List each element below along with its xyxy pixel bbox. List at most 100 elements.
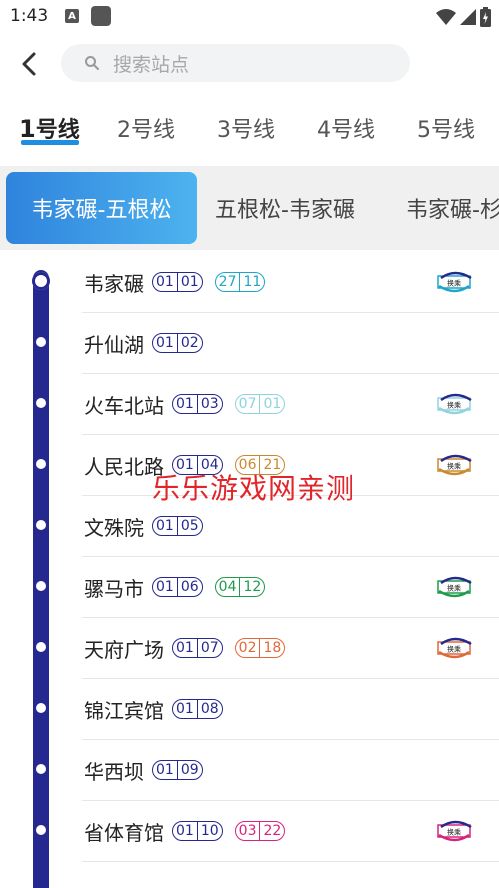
notification-square-icon: [91, 6, 111, 26]
line-number: 03: [238, 823, 257, 839]
tab-suffix: 号线: [331, 118, 376, 143]
row-divider: [82, 312, 499, 313]
search-input[interactable]: 搜索站点: [61, 44, 410, 82]
station-number: 12: [239, 578, 264, 596]
active-tab-indicator: [21, 140, 79, 145]
station-number: 07: [196, 639, 222, 657]
station-name: 天府广场: [84, 638, 164, 662]
direction-tab-forward[interactable]: 韦家碾-五根松: [6, 172, 197, 244]
header: 搜索站点: [0, 34, 499, 96]
transfer-label: 换乘: [447, 645, 461, 654]
transfer-label: 换乘: [447, 584, 461, 593]
tab-suffix: 号线: [431, 118, 476, 143]
direction-tab-branch[interactable]: 韦家碾-杉: [406, 198, 499, 223]
direction-tab-reverse[interactable]: 五根松-韦家碾: [215, 198, 355, 223]
station-number: 01: [176, 273, 202, 291]
tab-number: 3: [217, 118, 231, 143]
station-dot: [36, 459, 46, 469]
line-number: 01: [156, 335, 174, 351]
direction-tabs: 韦家碾-五根松 五根松-韦家碾 韦家碾-杉: [0, 166, 499, 250]
cell-signal-icon: [460, 9, 476, 25]
wifi-icon: [436, 9, 456, 25]
line-number: 27: [218, 274, 237, 290]
station-number: 10: [196, 822, 222, 840]
line-tabs: 1号线 2号线 3号线 4号线 5号线: [0, 100, 499, 160]
row-divider: [82, 739, 499, 740]
station-number: 21: [259, 456, 284, 474]
station-number: 01: [259, 395, 284, 413]
tab-line-5[interactable]: 5号线: [417, 112, 475, 144]
line-number: 02: [238, 640, 257, 656]
line-number: 01: [156, 762, 174, 778]
tab-line-4[interactable]: 4号线: [317, 112, 375, 144]
station-name: 文殊院: [84, 516, 144, 540]
tab-line-2[interactable]: 2号线: [117, 112, 175, 144]
station-dot: [36, 703, 46, 713]
row-divider: [82, 495, 499, 496]
tab-suffix: 号线: [231, 118, 276, 143]
line-number: 01: [176, 823, 194, 839]
station-dot: [36, 337, 46, 347]
line-number: 01: [176, 457, 194, 473]
transfer-label: 换乘: [447, 401, 461, 410]
transfer-label: 换乘: [447, 279, 461, 288]
notification-a-icon: A: [65, 9, 79, 23]
station-name: 升仙湖: [84, 333, 144, 357]
row-divider: [82, 800, 499, 801]
station-name: 省体育馆: [84, 821, 164, 845]
station-number: 18: [259, 639, 284, 657]
station-number: 02: [176, 334, 202, 352]
station-number: 06: [176, 578, 202, 596]
line-rail: [33, 270, 49, 888]
line-number: 07: [238, 396, 257, 412]
line-number: 01: [156, 274, 174, 290]
station-dot: [36, 825, 46, 835]
tab-number: 2: [117, 118, 131, 143]
transfer-icon: 换乘: [437, 393, 472, 415]
transfer-label: 换乘: [447, 462, 461, 471]
row-divider: [82, 617, 499, 618]
tab-number: 5: [417, 118, 431, 143]
tab-line-3[interactable]: 3号线: [217, 112, 275, 144]
back-button[interactable]: [14, 48, 46, 80]
transfer-icon: 换乘: [437, 820, 472, 842]
line-number: 04: [218, 579, 237, 595]
station-name: 锦江宾馆: [84, 699, 164, 723]
tab-number: 1: [19, 115, 36, 143]
row-divider: [82, 861, 499, 862]
terminal-station-dot: [32, 272, 50, 290]
tab-line-1[interactable]: 1号线: [19, 112, 80, 144]
chevron-left-icon: [22, 52, 36, 76]
